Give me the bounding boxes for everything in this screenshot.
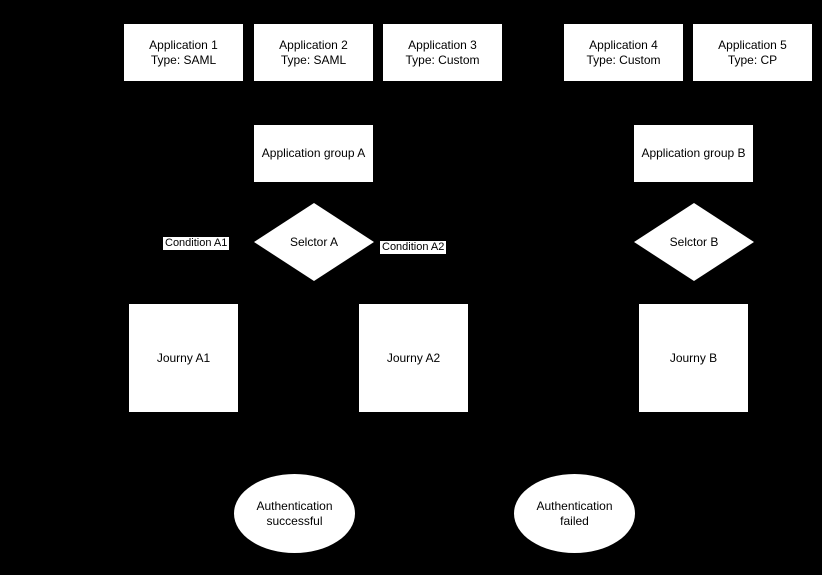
application-name: Application 4 <box>589 37 658 52</box>
application-group-node-a: Application group A <box>254 125 373 182</box>
selector-diamond-a: Selctor A <box>254 203 374 281</box>
application-node-4: Application 4 Type: Custom <box>564 24 683 81</box>
outcome-line2: failed <box>560 513 589 528</box>
application-type: Type: Custom <box>405 52 480 67</box>
application-name: Application 5 <box>718 37 787 52</box>
condition-label-a2: Condition A2 <box>380 241 447 254</box>
journey-label: Journy A2 <box>386 350 441 365</box>
application-node-1: Application 1 Type: SAML <box>124 24 243 81</box>
outcome-line2: successful <box>266 513 323 528</box>
outcome-ellipse-success: Authentication successful <box>234 474 355 553</box>
group-label: Application group B <box>641 146 746 160</box>
application-node-3: Application 3 Type: Custom <box>383 24 502 81</box>
outcome-line1: Authentication <box>536 498 613 513</box>
journey-label: Journy B <box>669 350 718 365</box>
application-type: Type: Custom <box>586 52 661 67</box>
application-node-5: Application 5 Type: CP <box>693 24 812 81</box>
journey-label: Journy A1 <box>156 350 211 365</box>
journey-node-a2: Journy A2 <box>359 304 468 412</box>
journey-node-b: Journy B <box>639 304 748 412</box>
application-node-2: Application 2 Type: SAML <box>254 24 373 81</box>
application-name: Application 3 <box>408 37 477 52</box>
selector-label: Selctor B <box>669 234 719 249</box>
group-label: Application group A <box>261 146 366 160</box>
condition-label-a1: Condition A1 <box>163 237 230 250</box>
selector-diamond-b: Selctor B <box>634 203 754 281</box>
application-type: Type: SAML <box>280 52 347 67</box>
application-type: Type: SAML <box>150 52 217 67</box>
application-name: Application 2 <box>279 37 348 52</box>
application-name: Application 1 <box>149 37 218 52</box>
selector-label: Selctor A <box>289 234 339 249</box>
outcome-line1: Authentication <box>256 498 333 513</box>
application-group-node-b: Application group B <box>634 125 753 182</box>
journey-node-a1: Journy A1 <box>129 304 238 412</box>
outcome-ellipse-failed: Authentication failed <box>514 474 635 553</box>
application-type: Type: CP <box>727 52 778 67</box>
